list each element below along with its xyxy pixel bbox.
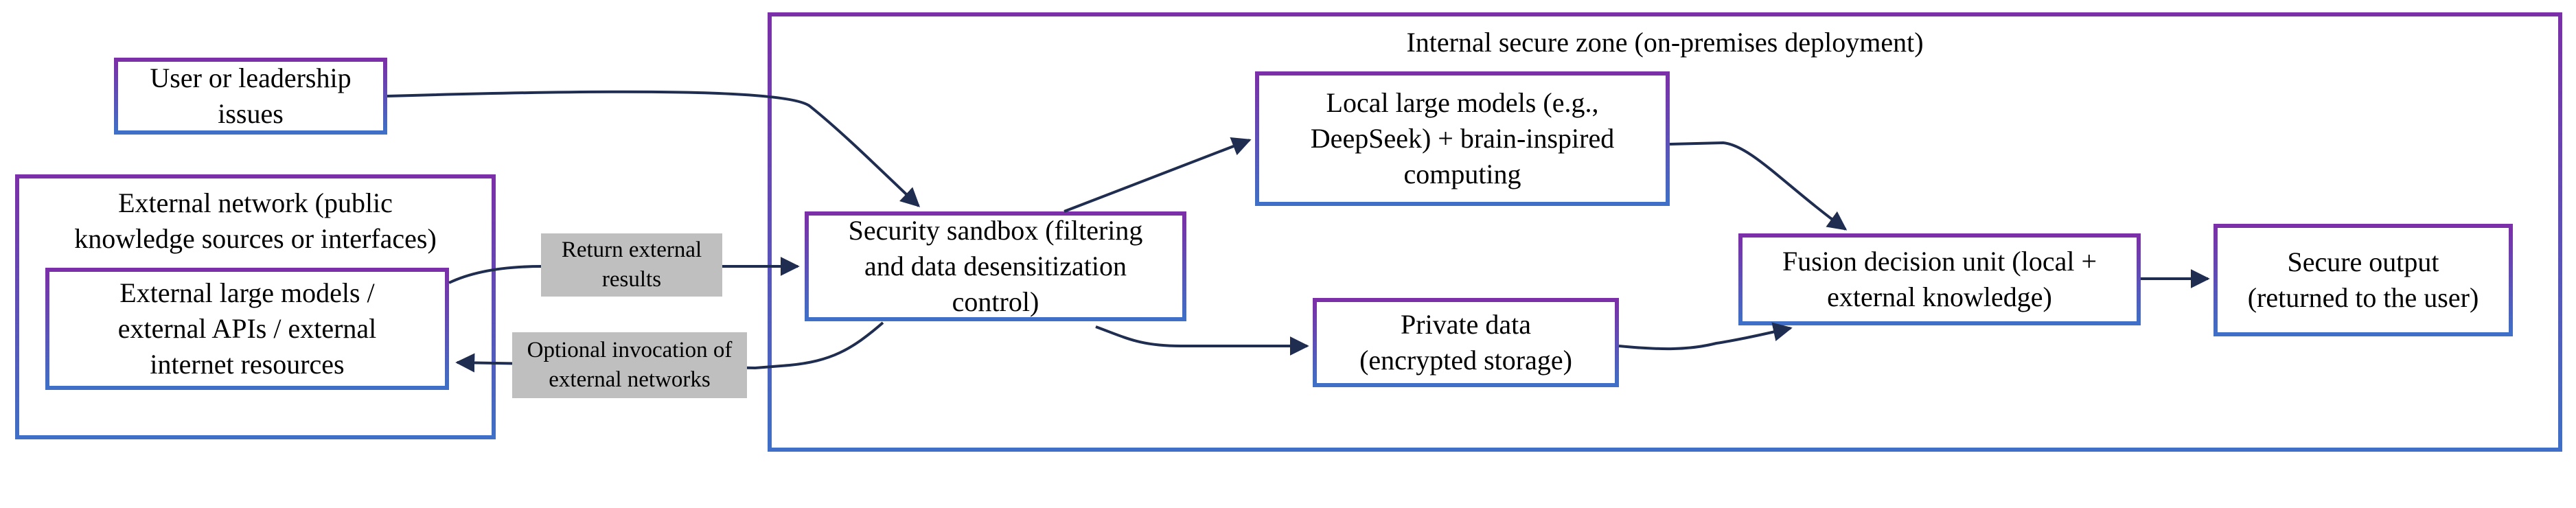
external-models-node: External large models / external APIs / … <box>45 268 449 390</box>
private-data-label: Private data (encrypted storage) <box>1359 309 1572 376</box>
secure-output-label: Secure output (returned to the user) <box>2247 246 2479 313</box>
arrow-external-to-sandbox <box>448 257 800 284</box>
fusion-decision-unit-node: Fusion decision unit (local + external k… <box>1738 233 2141 325</box>
arrow-local-models-to-fusion <box>1669 141 1848 231</box>
internal-zone-title: Internal secure zone (on-premises deploy… <box>1406 27 1924 58</box>
user-issues-label: User or leadership issues <box>150 62 352 129</box>
arrow-user-to-sandbox <box>387 90 921 207</box>
external-models-label: External large models / external APIs / … <box>117 277 377 380</box>
optional-invocation-edge-label: Optional invocation of external networks <box>512 332 747 398</box>
local-large-models-node: Local large models (e.g., DeepSeek) + br… <box>1255 71 1670 206</box>
arrow-sandbox-to-external <box>455 321 884 373</box>
arrow-sandbox-to-local-models <box>1063 137 1252 213</box>
security-sandbox-node: Security sandbox (filtering and data des… <box>805 211 1186 321</box>
fusion-decision-unit-label: Fusion decision unit (local + external k… <box>1782 246 2097 312</box>
private-data-node: Private data (encrypted storage) <box>1313 298 1619 387</box>
secure-output-node: Secure output (returned to the user) <box>2213 224 2513 336</box>
security-sandbox-label: Security sandbox (filtering and data des… <box>848 215 1143 317</box>
external-zone-title: External network (public knowledge sourc… <box>74 187 437 254</box>
return-results-edge-label: Return external results <box>541 233 722 297</box>
arrow-private-data-to-fusion <box>1618 322 1793 351</box>
user-issues-node: User or leadership issues <box>114 58 387 135</box>
arrow-sandbox-to-private-data <box>1095 325 1309 356</box>
local-large-models-label: Local large models (e.g., DeepSeek) + br… <box>1310 87 1615 189</box>
